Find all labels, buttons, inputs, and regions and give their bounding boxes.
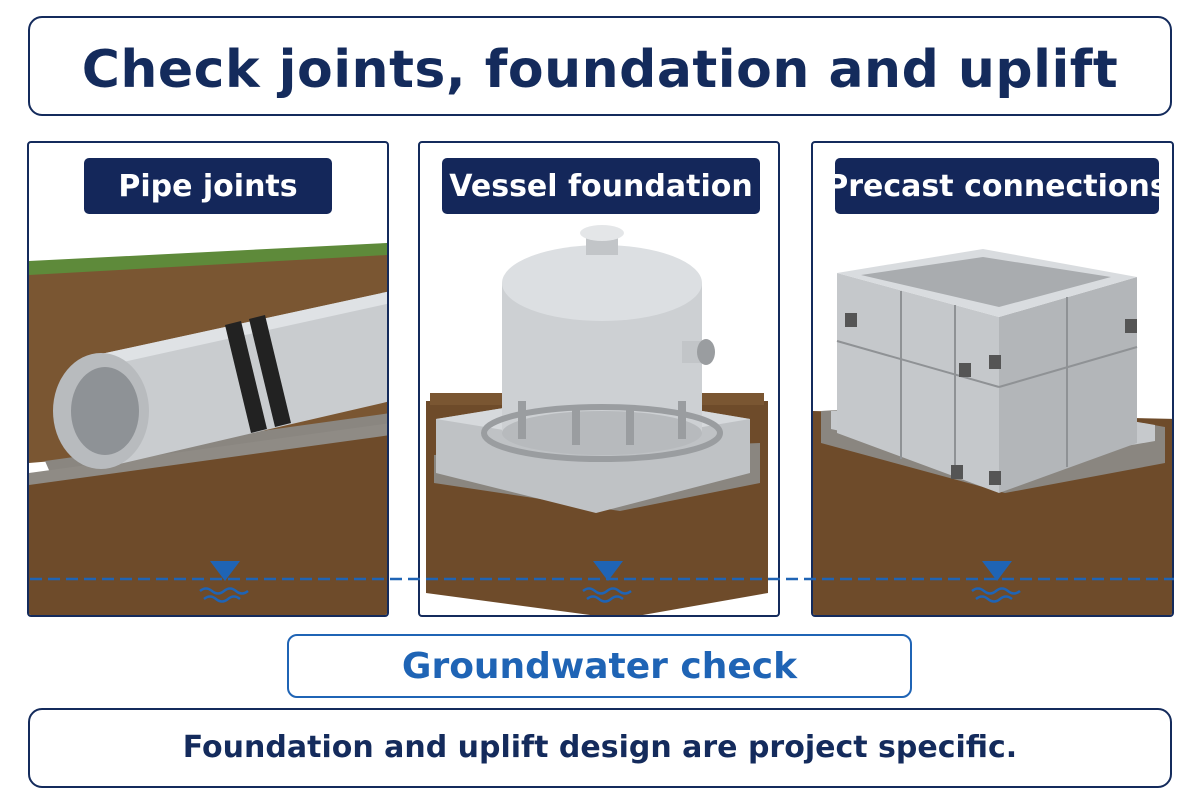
panel-pipe-joints: Pipe joints: [27, 141, 389, 617]
footer-note: Foundation and uplift design are project…: [182, 730, 1018, 765]
water-level-icon: [199, 561, 249, 603]
title-box: Check joints, foundation and uplift: [28, 16, 1172, 116]
water-level-markers: [199, 561, 1021, 603]
precast-box-icon: [813, 249, 1172, 615]
water-level-icon: [971, 561, 1021, 603]
panel-precast-connections: Precast connections: [811, 141, 1174, 617]
groundwater-check-label: Groundwater check: [401, 646, 798, 687]
panel-label-precast-connections: Precast connections: [826, 158, 1168, 214]
panel-label-vessel-foundation: Vessel foundation: [442, 158, 760, 214]
concrete-pipe-icon: [29, 243, 387, 615]
vessel-tank-icon: [426, 225, 768, 615]
page-title: Check joints, foundation and uplift: [81, 40, 1119, 100]
groundwater-check-box: Groundwater check: [287, 634, 912, 698]
footer-note-box: Foundation and uplift design are project…: [28, 708, 1172, 788]
panel-label-pipe-joints: Pipe joints: [84, 158, 332, 214]
panel-vessel-foundation: Vessel foundation: [418, 141, 780, 617]
water-level-icon: [582, 561, 632, 603]
